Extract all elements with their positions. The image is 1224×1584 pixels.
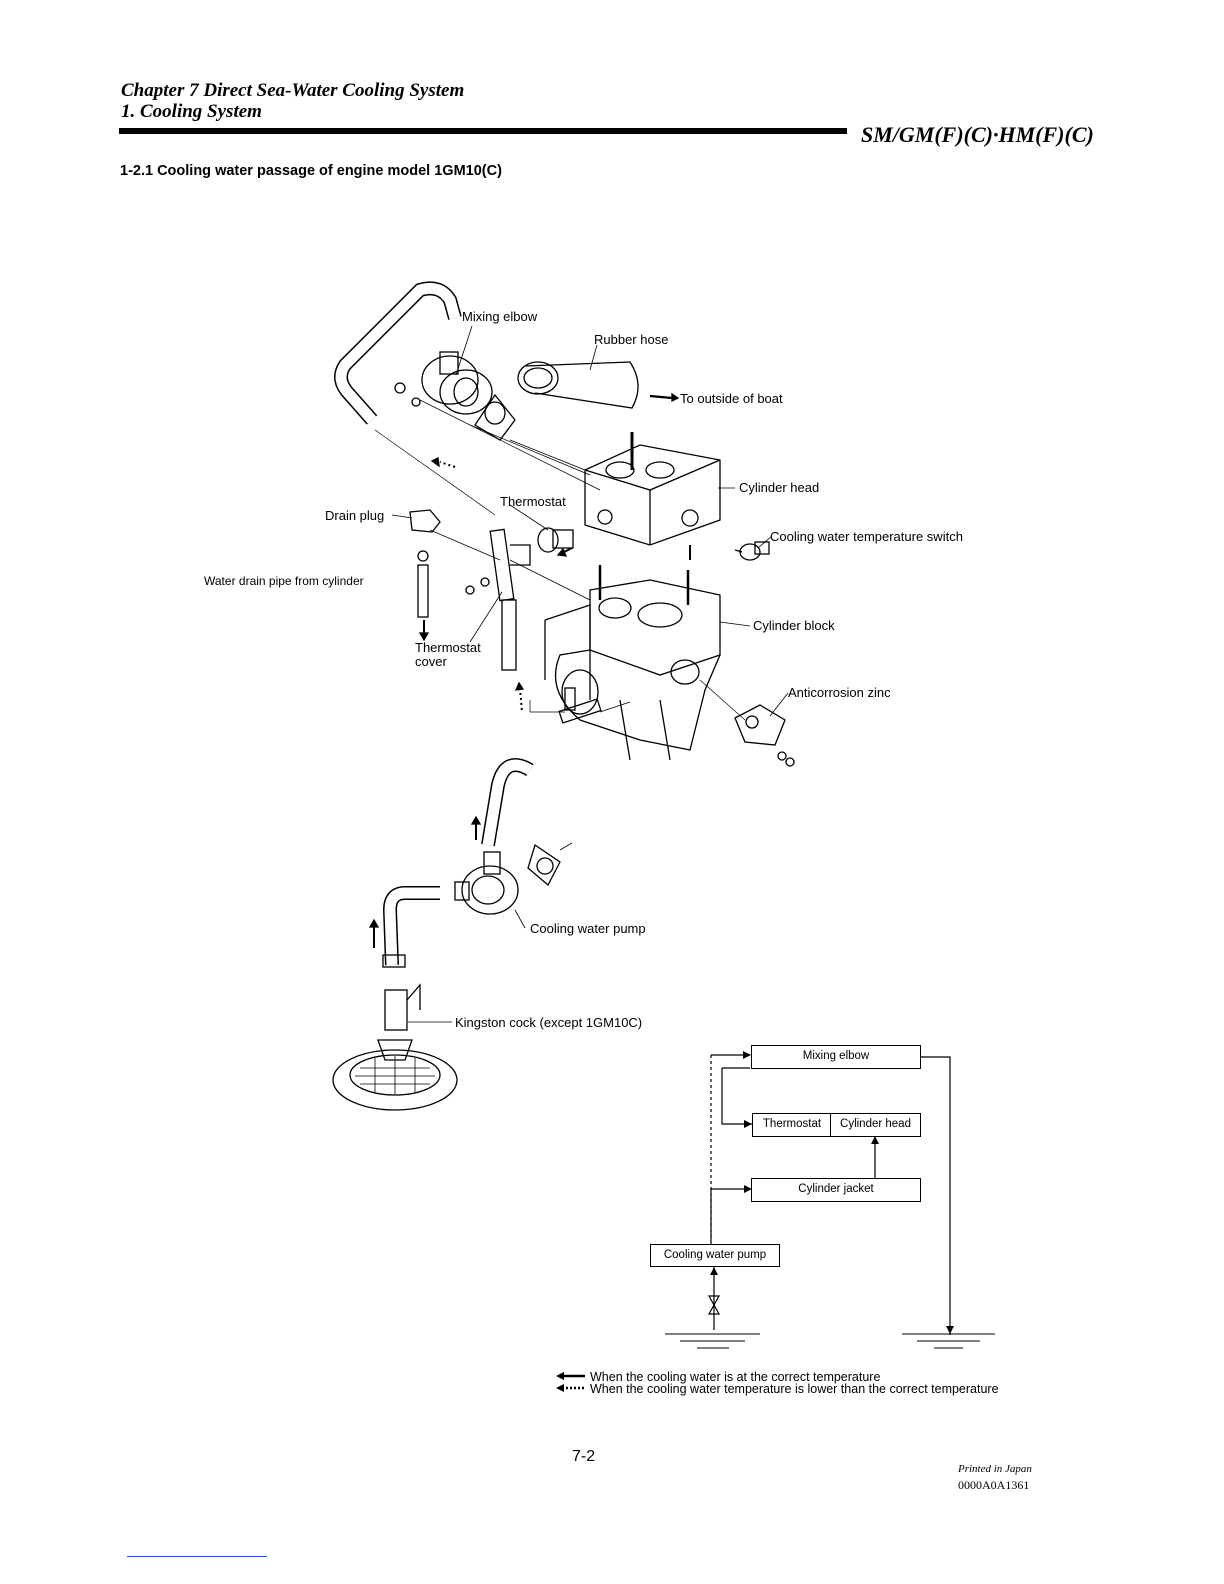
label-thermostat: Thermostat bbox=[500, 494, 566, 509]
middle-hose bbox=[481, 758, 534, 847]
upper-hose bbox=[334, 281, 462, 425]
label-water-drain-pipe: Water drain pipe from cylinder bbox=[204, 574, 364, 588]
subsection-title: 1-2.1 Cooling water passage of engine mo… bbox=[120, 163, 502, 179]
lower-hose bbox=[382, 886, 440, 968]
chapter-title: Chapter 7 Direct Sea-Water Cooling Syste… bbox=[121, 80, 465, 101]
drain-pipe-part bbox=[409, 509, 441, 642]
tee-pipe-part bbox=[558, 687, 602, 724]
flow-box-cooling-water-pump: Cooling water pump bbox=[650, 1244, 780, 1267]
cooling-water-pump-part bbox=[454, 843, 561, 915]
label-thermostat-cover-1: Thermostat bbox=[415, 640, 481, 655]
section-title: 1. Cooling System bbox=[121, 101, 262, 122]
legend-arrows bbox=[556, 1372, 585, 1392]
document-code: 0000A0A1361 bbox=[958, 1478, 1030, 1492]
model-code: SM/GM(F)(C)·HM(F)(C) bbox=[861, 122, 1094, 147]
temp-switch-part bbox=[734, 541, 770, 561]
cylinder-head-part bbox=[584, 432, 721, 560]
flow-box-cylinder-jacket: Cylinder jacket bbox=[751, 1178, 921, 1202]
label-to-outside: To outside of boat bbox=[680, 391, 783, 406]
header-rule bbox=[119, 128, 847, 134]
anticorrosion-zinc-part bbox=[734, 704, 795, 767]
label-anticorrosion-zinc: Anticorrosion zinc bbox=[788, 685, 891, 700]
label-cylinder-head: Cylinder head bbox=[739, 480, 820, 495]
legend-dotted: When the cooling water temperature is lo… bbox=[590, 1382, 999, 1396]
ground-symbols bbox=[665, 1333, 995, 1349]
label-mixing-elbow: Mixing elbow bbox=[462, 309, 538, 324]
label-cooling-water-pump: Cooling water pump bbox=[530, 921, 646, 936]
kingston-cock-part bbox=[332, 983, 458, 1111]
legend-solid: When the cooling water is at the correct… bbox=[590, 1370, 881, 1384]
label-thermostat-cover-2: cover bbox=[415, 654, 447, 669]
mixing-elbow-part bbox=[394, 351, 516, 441]
label-kingston-cock: Kingston cock (except 1GM10C) bbox=[455, 1015, 643, 1030]
label-temp-switch: Cooling water temperature switch bbox=[770, 529, 963, 544]
cylinder-block-part bbox=[544, 565, 721, 761]
bottom-line bbox=[127, 1556, 267, 1557]
label-cylinder-block: Cylinder block bbox=[753, 618, 835, 633]
rubber-hose-part bbox=[517, 361, 639, 409]
flow-box-cylinder-head: Cylinder head bbox=[830, 1113, 921, 1137]
label-drain-plug: Drain plug bbox=[325, 508, 385, 523]
page-number: 7-2 bbox=[572, 1448, 596, 1465]
label-rubber-hose: Rubber hose bbox=[594, 332, 669, 347]
flow-box-thermostat: Thermostat bbox=[752, 1113, 832, 1137]
printed-in: Printed in Japan bbox=[958, 1463, 1032, 1475]
thermostat-part bbox=[537, 527, 574, 553]
flow-box-mixing-elbow: Mixing elbow bbox=[751, 1045, 921, 1069]
